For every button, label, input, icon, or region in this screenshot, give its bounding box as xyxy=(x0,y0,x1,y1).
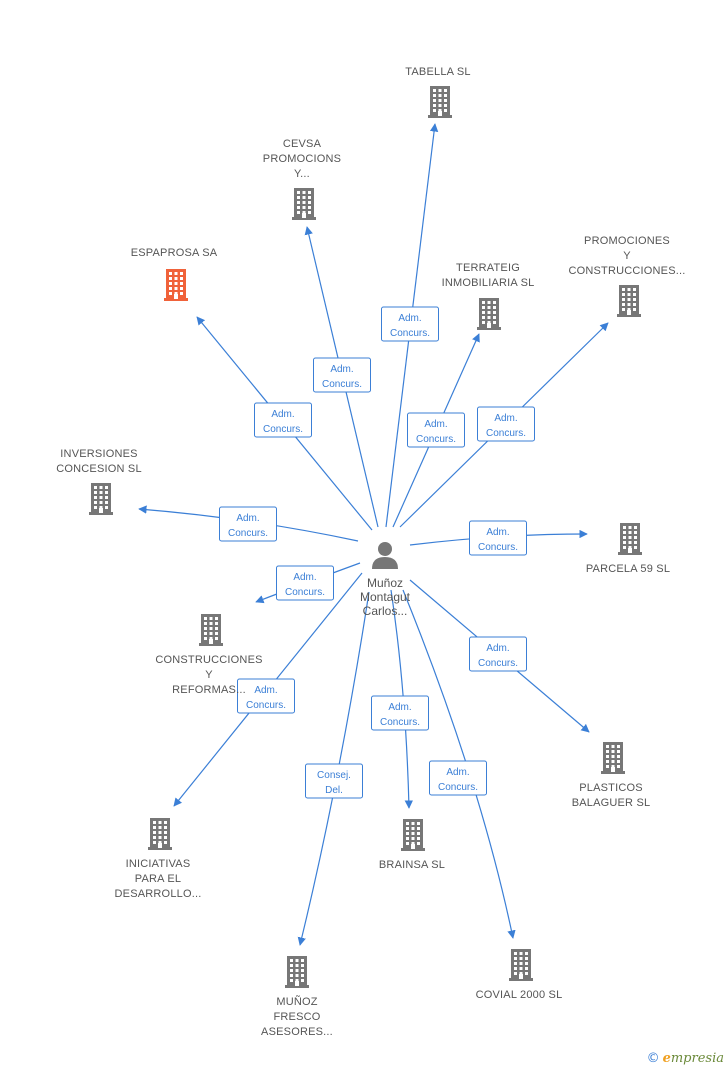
role-text: Del. xyxy=(325,785,343,796)
role-text: Concurs. xyxy=(486,428,526,439)
role-badge-iniciativas[interactable]: Adm. Concurs. xyxy=(237,678,295,714)
role-text: Concurs. xyxy=(416,434,456,445)
role-text: Adm. xyxy=(236,513,259,524)
company-label-parcela[interactable]: PARCELA 59 SL xyxy=(586,563,670,575)
role-text: Concurs. xyxy=(478,542,518,553)
role-badge-construcciones[interactable]: Adm. Concurs. xyxy=(276,565,334,601)
role-badge-tabella[interactable]: Adm. Concurs. xyxy=(381,306,439,342)
role-text: Concurs. xyxy=(478,658,518,669)
company-label-plasticos[interactable]: PLASTICOS xyxy=(579,782,643,794)
brand-name: mpresia xyxy=(670,1051,724,1066)
company-covial-building-icon[interactable] xyxy=(509,949,533,981)
company-label-construcciones[interactable]: REFORMAS... xyxy=(172,684,246,696)
company-label-promociones[interactable]: CONSTRUCCIONES... xyxy=(568,265,685,277)
edge-line-brainsa xyxy=(390,589,414,809)
company-label-construcciones[interactable]: Y xyxy=(205,669,213,681)
role-text: Adm. xyxy=(293,572,316,583)
role-text: Adm. xyxy=(486,643,509,654)
role-text: Adm. xyxy=(254,685,277,696)
company-tabella-building-icon[interactable] xyxy=(428,86,452,118)
copyright-symbol: © xyxy=(646,1051,660,1066)
role-text: Adm. xyxy=(446,767,469,778)
role-text: Concurs. xyxy=(285,587,325,598)
company-brainsa-building-icon[interactable] xyxy=(401,819,425,851)
role-text: Concurs. xyxy=(228,528,268,539)
empresia-logo: ©empresia xyxy=(647,1051,724,1066)
role-text: Adm. xyxy=(424,419,447,430)
company-label-munoz_fresco[interactable]: FRESCO xyxy=(273,1011,320,1023)
company-inversiones-building-icon[interactable] xyxy=(89,483,113,515)
company-label-cevsa[interactable]: PROMOCIONS xyxy=(263,153,341,165)
role-text: Adm. xyxy=(398,313,421,324)
person-icon[interactable] xyxy=(372,542,398,569)
company-espaprosa-building-icon[interactable] xyxy=(164,269,188,301)
company-munoz_fresco-building-icon[interactable] xyxy=(285,956,309,988)
company-iniciativas-building-icon[interactable] xyxy=(148,818,172,850)
company-label-tabella[interactable]: TABELLA SL xyxy=(405,66,470,78)
company-label-brainsa[interactable]: BRAINSA SL xyxy=(379,859,445,871)
company-plasticos-building-icon[interactable] xyxy=(601,742,625,774)
person-name[interactable]: Carlos... xyxy=(363,604,408,618)
role-badge-plasticos[interactable]: Adm. Concurs. xyxy=(469,636,527,672)
role-badge-promociones[interactable]: Adm. Concurs. xyxy=(477,406,535,442)
role-text: Adm. xyxy=(330,364,353,375)
role-text: Consej. xyxy=(317,770,351,781)
role-text: Adm. xyxy=(271,409,294,420)
company-promociones-building-icon[interactable] xyxy=(617,285,641,317)
company-label-munoz_fresco[interactable]: MUÑOZ xyxy=(276,995,317,1008)
role-badge-inversiones[interactable]: Adm. Concurs. xyxy=(219,506,277,542)
company-label-cevsa[interactable]: Y... xyxy=(294,168,310,180)
role-badge-covial[interactable]: Adm. Concurs. xyxy=(429,760,487,796)
company-label-iniciativas[interactable]: DESARROLLO... xyxy=(115,888,202,900)
company-label-terrateig[interactable]: INMOBILIARIA SL xyxy=(442,277,535,289)
company-label-covial[interactable]: COVIAL 2000 SL xyxy=(476,989,563,1001)
company-label-iniciativas[interactable]: INICIATIVAS xyxy=(126,858,191,870)
person-name[interactable]: Muñoz xyxy=(367,576,403,590)
role-badge-espaprosa[interactable]: Adm. Concurs. xyxy=(254,402,312,438)
company-label-inversiones[interactable]: INVERSIONES xyxy=(60,448,137,460)
role-text: Concurs. xyxy=(380,717,420,728)
company-label-inversiones[interactable]: CONCESION SL xyxy=(56,463,142,475)
person-name[interactable]: Montagut xyxy=(360,590,411,604)
company-label-construcciones[interactable]: CONSTRUCCIONES xyxy=(155,654,262,666)
company-cevsa-building-icon[interactable] xyxy=(292,188,316,220)
role-text: Concurs. xyxy=(390,328,430,339)
role-text: Concurs. xyxy=(246,700,286,711)
company-label-promociones[interactable]: Y xyxy=(623,250,631,262)
company-terrateig-building-icon[interactable] xyxy=(477,298,501,330)
role-text: Concurs. xyxy=(263,424,303,435)
company-label-promociones[interactable]: PROMOCIONES xyxy=(584,235,670,247)
role-badge-terrateig[interactable]: Adm. Concurs. xyxy=(407,412,465,448)
role-text: Adm. xyxy=(494,413,517,424)
role-text: Concurs. xyxy=(322,379,362,390)
company-parcela-building-icon[interactable] xyxy=(618,523,642,555)
role-badge-munoz_fresco[interactable]: Consej. Del. xyxy=(305,763,363,799)
company-label-munoz_fresco[interactable]: ASESORES... xyxy=(261,1026,333,1038)
edge-brainsa xyxy=(390,589,414,809)
company-label-terrateig[interactable]: TERRATEIG xyxy=(456,262,520,274)
company-label-espaprosa[interactable]: ESPAPROSA SA xyxy=(131,247,218,259)
role-badge-cevsa[interactable]: Adm. Concurs. xyxy=(313,357,371,393)
role-text: Adm. xyxy=(388,702,411,713)
company-label-plasticos[interactable]: BALAGUER SL xyxy=(572,797,651,809)
role-text: Adm. xyxy=(486,527,509,538)
brand-initial: e xyxy=(662,1051,671,1066)
role-badge-parcela[interactable]: Adm. Concurs. xyxy=(469,520,527,556)
company-construcciones-building-icon[interactable] xyxy=(199,614,223,646)
role-badge-brainsa[interactable]: Adm. Concurs. xyxy=(371,695,429,731)
company-label-cevsa[interactable]: CEVSA xyxy=(283,138,322,150)
role-text: Concurs. xyxy=(438,782,478,793)
company-label-iniciativas[interactable]: PARA EL xyxy=(135,873,181,885)
